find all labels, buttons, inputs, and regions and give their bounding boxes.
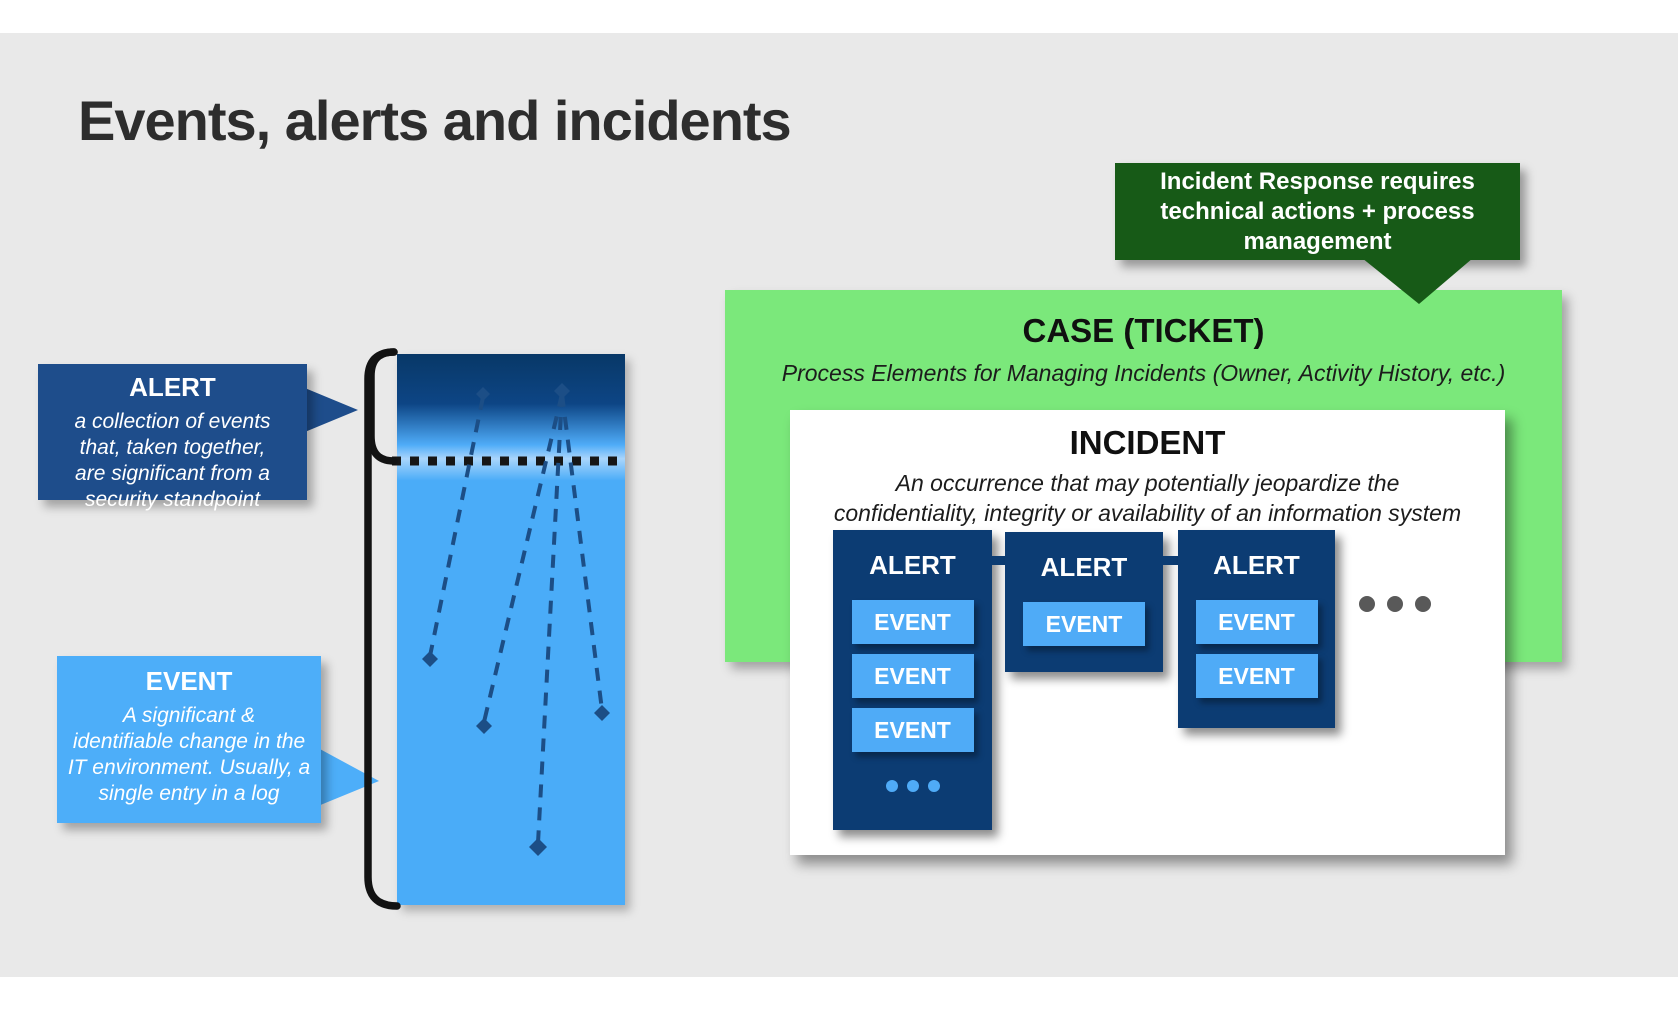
- case-ticket-title: CASE (TICKET): [1022, 312, 1265, 349]
- alert-group-1: ALERT EVENT EVENT EVENT: [833, 530, 992, 830]
- incident-subtitle-line: An occurrence that may potentially jeopa…: [895, 470, 1400, 496]
- alert-callout-line: security standpoint: [84, 488, 261, 511]
- alert-group-2-label: ALERT: [1040, 551, 1128, 582]
- alert-callout-line: are significant from a: [75, 462, 270, 485]
- event-chip: EVENT: [851, 708, 974, 752]
- event-callout-tail: [318, 748, 379, 806]
- event-chip: EVENT: [1023, 602, 1145, 646]
- alert-callout-line: a collection of events: [74, 410, 271, 433]
- slide-title: Events, alerts and incidents: [78, 89, 792, 152]
- event-chip: EVENT: [851, 600, 974, 644]
- case-ticket-subtitle: Process Elements for Managing Incidents …: [781, 360, 1506, 386]
- alert-connector-line: [992, 556, 1005, 565]
- event-correlation-dashed-line: [560, 393, 604, 711]
- alert-callout-title: ALERT: [129, 372, 216, 402]
- event-chip: EVENT: [1195, 600, 1318, 644]
- event-callout-line: single entry in a log: [98, 782, 280, 805]
- alert-callout-tail: [300, 386, 358, 434]
- event-correlation-dashed-line: [428, 396, 485, 657]
- incident-title: INCIDENT: [1069, 424, 1226, 461]
- more-events-ellipsis-icon: [885, 780, 940, 792]
- event-chip: EVENT: [1195, 654, 1318, 698]
- event-correlation-dashed-line: [482, 393, 564, 723]
- alert-callout-line: that, taken together,: [79, 436, 266, 459]
- event-chip: EVENT: [851, 654, 974, 698]
- incident-response-note-tail: [1362, 258, 1473, 304]
- event-region-bracket: [364, 348, 401, 910]
- event-marker-diamond-icon: [476, 718, 492, 734]
- event-marker-diamond-icon: [529, 838, 547, 856]
- event-marker-diamond-icon: [422, 651, 438, 667]
- event-definition-callout: EVENT A significant & identifiable chang…: [57, 656, 321, 823]
- event-correlation-dashed-line: [536, 393, 564, 844]
- timeline-annotation-layer: [300, 348, 626, 910]
- alert-definition-callout: ALERT a collection of events that, taken…: [38, 364, 307, 511]
- alert-group-2: ALERT EVENT: [1005, 532, 1163, 672]
- more-alerts-ellipsis-icon: [1359, 596, 1431, 612]
- event-marker-diamond-icon: [476, 387, 490, 401]
- alert-connector-line: [1163, 556, 1178, 565]
- alert-group-1-label: ALERT: [869, 549, 956, 580]
- alert-group-3: ALERT EVENT EVENT: [1178, 530, 1335, 728]
- alert-region-bracket: [367, 348, 398, 465]
- incident-response-note-callout: Incident Response requires technical act…: [1115, 163, 1520, 260]
- incident-subtitle-line: confidentiality, integrity or availabili…: [833, 500, 1462, 526]
- event-marker-diamond-icon: [554, 383, 570, 399]
- event-marker-diamond-icon: [594, 705, 610, 721]
- event-callout-title: EVENT: [145, 666, 233, 696]
- event-callout-line: A significant &: [122, 704, 256, 727]
- alert-group-3-label: ALERT: [1213, 549, 1300, 580]
- event-callout-line: IT environment. Usually, a: [67, 756, 311, 779]
- event-callout-line: identifiable change in the: [72, 730, 306, 753]
